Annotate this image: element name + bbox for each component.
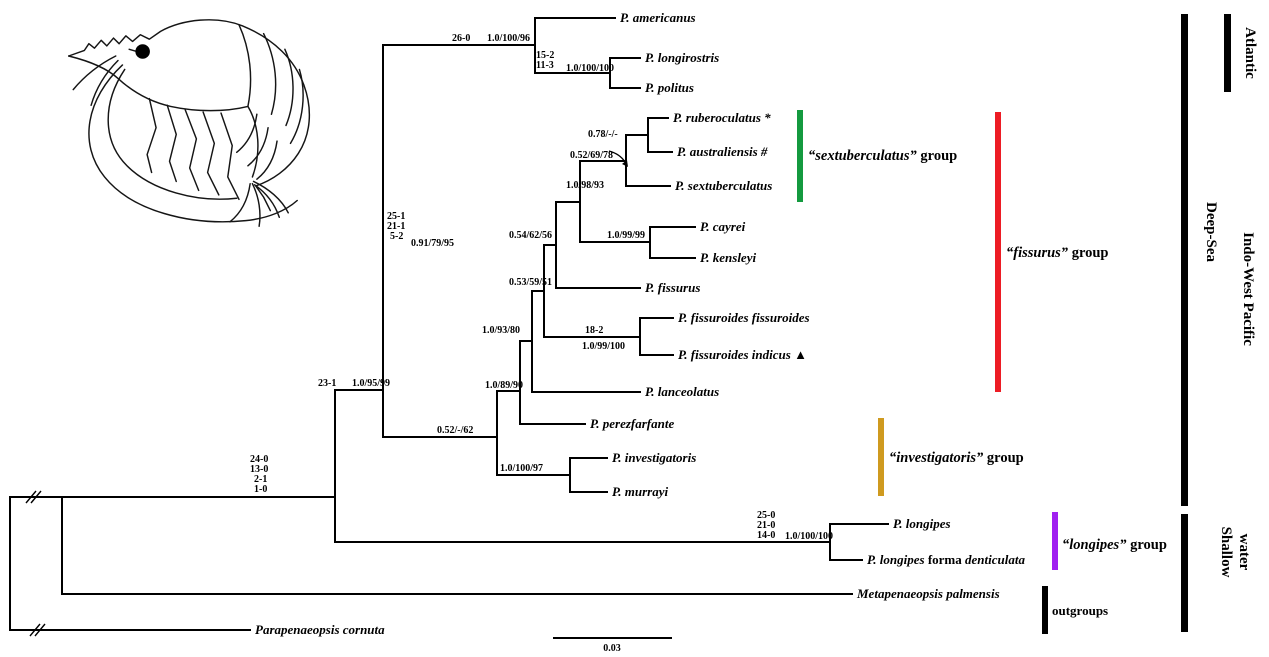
char-change-lonpol-2: 11-3 xyxy=(536,60,554,71)
support-sextub-cayrei-node: 0.54/62/56 xyxy=(509,230,552,241)
taxon-politus: P. politus xyxy=(645,80,694,95)
taxon-longipes: P. longipes xyxy=(893,516,951,531)
node-pointer-arrowhead xyxy=(622,160,628,167)
char-change-deep-3: 5-2 xyxy=(390,231,403,242)
char-change-penaeopsis: 23-1 xyxy=(318,378,336,389)
support-cayrei-kensleyi-node: 1.0/99/99 xyxy=(607,230,645,241)
shrimp-eye xyxy=(135,44,150,59)
char-change-atlantic: 26-0 xyxy=(452,33,470,44)
shrimp-antennules xyxy=(72,55,119,107)
shrimp-dorsal-outline xyxy=(67,19,311,187)
taxon-investigatoris: P. investigatoris xyxy=(612,450,696,465)
group-label-fissurus: “fissurus” group xyxy=(1006,245,1109,261)
support-arrow-node: 0.52/69/78 xyxy=(570,150,613,161)
group-bar-investigatoris xyxy=(878,418,884,496)
char-change-stem-3: 2-1 xyxy=(254,474,267,485)
shrimp-pleopods xyxy=(235,113,278,180)
support-ruberoculatus-australiensis-node: 0.78/-/- xyxy=(588,129,618,140)
support-atlantic-node: 1.0/100/96 xyxy=(487,33,530,44)
scale-bar-label: 0.03 xyxy=(603,643,621,654)
group-bar-sextuberculatus xyxy=(797,110,803,202)
taxon-perezfarfante: P. perezfarfante xyxy=(590,416,674,431)
region-label-atlantic: Atlantic xyxy=(1242,27,1258,79)
branch-break-marks xyxy=(25,490,46,637)
group-bar-fissurus xyxy=(995,112,1001,392)
taxon-fissuroides-indicus: P. fissuroides indicus ▲ xyxy=(678,347,807,362)
region-bar-shallow-water xyxy=(1181,514,1188,632)
taxon-fissurus: P. fissurus xyxy=(645,280,700,295)
taxon-longipes-denticulata: P. longipes forma denticulata xyxy=(867,552,1025,567)
taxon-americanus: P. americanus xyxy=(620,10,696,25)
group-label-outgroups: outgroups xyxy=(1052,603,1108,618)
node-pointer-arrow xyxy=(608,150,626,163)
taxon-ruberoculatus: P. ruberoculatus * xyxy=(673,110,771,125)
support-deep-sea-clade-node: 0.91/79/95 xyxy=(411,238,454,249)
shrimp-tail-fan xyxy=(229,180,289,227)
shrimp-legs xyxy=(146,97,240,201)
taxon-lanceolatus: P. lanceolatus xyxy=(645,384,719,399)
char-change-deep-1: 25-1 xyxy=(387,211,405,222)
region-label-deep-sea: Deep-Sea xyxy=(1203,202,1219,262)
region-bar-deep-sea xyxy=(1181,14,1188,506)
group-label-longipes: “longipes” group xyxy=(1062,537,1167,553)
support-plus-fissuroides-node: 1.0/93/80 xyxy=(482,325,520,336)
support-plus-lanceolatus-node: 1.0/89/90 xyxy=(485,380,523,391)
taxon-longirostris: P. longirostris xyxy=(645,50,719,65)
group-label-investigatoris: “investigatoris” group xyxy=(889,450,1024,466)
group-bar-outgroups xyxy=(1042,586,1048,634)
group-bar-longipes xyxy=(1052,512,1058,570)
char-change-longipes-1: 25-0 xyxy=(757,510,775,521)
support-investigatoris-murrayi-node: 1.0/100/97 xyxy=(500,463,543,474)
char-change-stem-2: 13-0 xyxy=(250,464,268,475)
char-change-stem-1: 24-0 xyxy=(250,454,268,465)
taxon-sextuberculatus: P. sextuberculatus xyxy=(675,178,772,193)
char-change-fissuroides: 18-2 xyxy=(585,325,603,336)
taxon-fissuroides-fissuroides: P. fissuroides fissuroides xyxy=(678,310,810,325)
taxon-kensleyi: P. kensleyi xyxy=(700,250,756,265)
support-plus-fissurus-node: 0.53/59/51 xyxy=(509,277,552,288)
region-label-indo-west-pacific: Indo-West Pacific xyxy=(1240,232,1256,346)
taxon-parapenaeopsis-cornuta: Parapenaeopsis cornuta xyxy=(255,622,385,637)
region-label-shallow: Shallow xyxy=(1218,527,1234,578)
char-change-longipes-3: 14-0 xyxy=(757,530,775,541)
support-longirostris-politus-node: 1.0/100/100 xyxy=(566,63,614,74)
shrimp-antennae xyxy=(88,64,298,223)
char-change-lonpol-1: 15-2 xyxy=(536,50,554,61)
shrimp-illustration xyxy=(67,19,311,227)
taxon-metapenaeopsis-palmensis: Metapenaeopsis palmensis xyxy=(856,586,1000,601)
region-label-water: water xyxy=(1236,534,1252,571)
tree-branches xyxy=(9,17,889,631)
support-penaeopsis-node: 1.0/95/99 xyxy=(352,378,390,389)
support-longipes-pair-node: 1.0/100/100 xyxy=(785,531,833,542)
taxon-cayrei: P. cayrei xyxy=(700,219,746,234)
support-fissuroides-pair-node: 1.0/99/100 xyxy=(582,341,625,352)
group-label-sextuberculatus: “sextuberculatus” group xyxy=(808,148,957,164)
taxon-murrayi: P. murrayi xyxy=(612,484,668,499)
char-change-deep-2: 21-1 xyxy=(387,221,405,232)
support-indo-west-pacific-node: 0.52/-/62 xyxy=(437,425,473,436)
region-bar-atlantic xyxy=(1224,14,1231,92)
support-sextuberculatus-group-node: 1.0/98/93 xyxy=(566,180,604,191)
char-change-stem-4: 1-0 xyxy=(254,484,267,495)
char-change-longipes-2: 21-0 xyxy=(757,520,775,531)
shrimp-segment-lines xyxy=(238,23,304,178)
taxon-australiensis: P. australiensis # xyxy=(677,144,768,159)
